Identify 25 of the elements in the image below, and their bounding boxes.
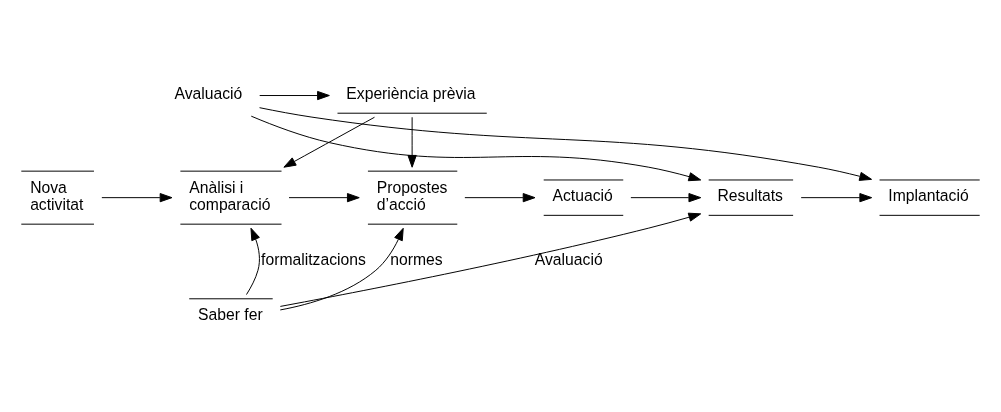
node-text: Propostes d’acció bbox=[376, 178, 448, 214]
arrow bbox=[279, 212, 702, 307]
edge-label: normes bbox=[390, 251, 443, 269]
node-text: Avaluació bbox=[174, 85, 243, 103]
arrow bbox=[800, 193, 873, 203]
arrow bbox=[279, 227, 404, 311]
arrow bbox=[259, 107, 873, 181]
arrow bbox=[101, 193, 173, 203]
arrow bbox=[288, 193, 360, 203]
edge-label: Avaluació bbox=[534, 251, 603, 269]
node-text: Actuació bbox=[552, 187, 613, 205]
arrow bbox=[259, 90, 330, 101]
arrow bbox=[407, 116, 417, 168]
arrow bbox=[283, 116, 375, 168]
node-text: Resultats bbox=[717, 187, 783, 205]
arrow bbox=[464, 193, 536, 203]
node-text: Anàlisi i comparació bbox=[189, 178, 271, 214]
node-text: Implantació bbox=[888, 187, 969, 205]
node-text: Experiència prèvia bbox=[346, 85, 476, 103]
arrow bbox=[630, 193, 702, 203]
node-text: Nova activitat bbox=[30, 178, 84, 214]
edge-label: formalitzacions bbox=[261, 251, 366, 269]
arrow bbox=[250, 115, 702, 182]
node-text: Saber fer bbox=[198, 306, 263, 324]
arrow bbox=[246, 227, 260, 296]
